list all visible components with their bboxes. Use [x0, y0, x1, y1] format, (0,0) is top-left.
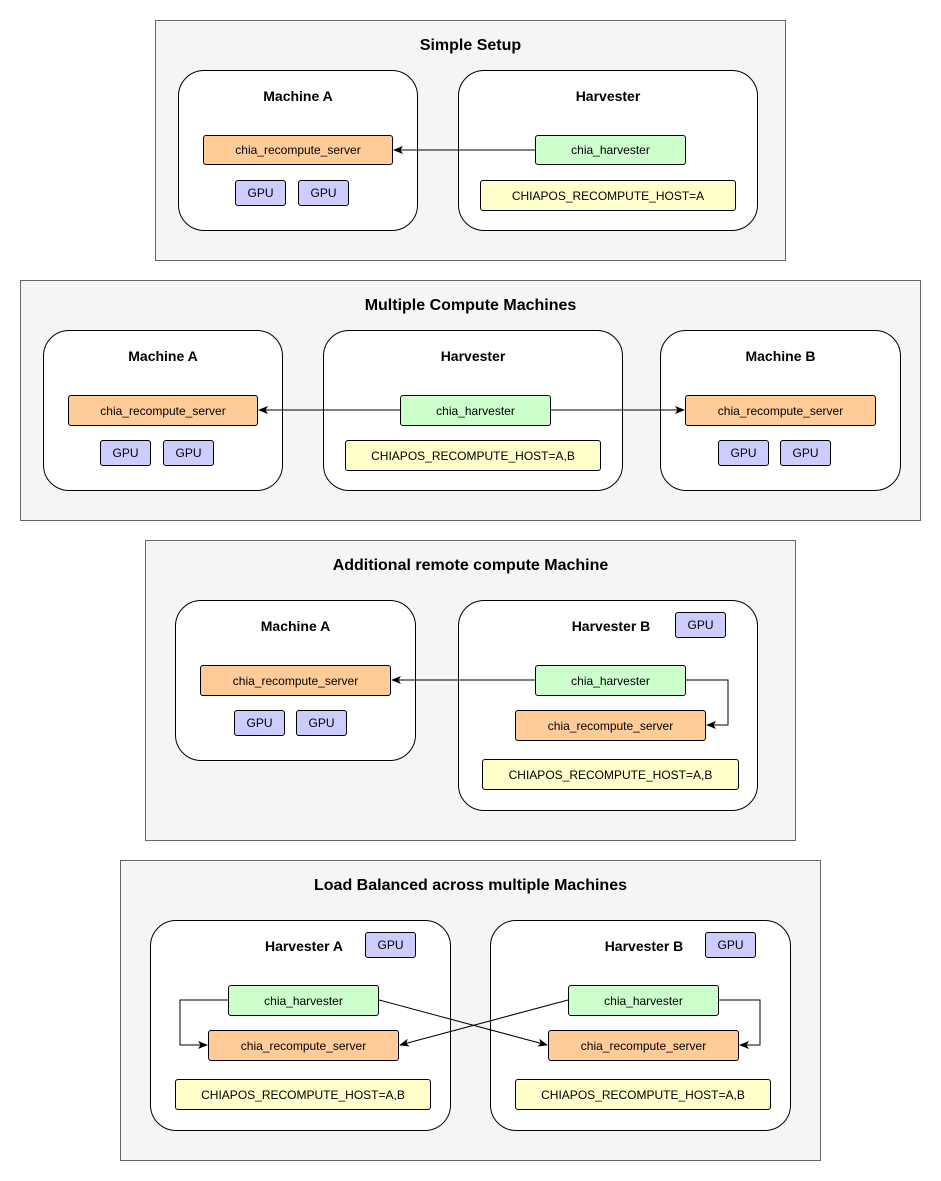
recompute-host-env-box: CHIAPOS_RECOMPUTE_HOST=A,B: [515, 1079, 771, 1110]
machine-title: Harvester: [440, 348, 506, 364]
machine-title: Machine A: [128, 348, 198, 364]
gpu-box: GPU: [100, 440, 151, 466]
gpu-box: GPU: [235, 180, 286, 206]
machine-title: Machine B: [745, 348, 816, 364]
recompute-server-box: chia_recompute_server: [200, 665, 391, 696]
gpu-box: GPU: [365, 932, 416, 958]
gpu-box: GPU: [718, 440, 769, 466]
recompute-server-box: chia_recompute_server: [68, 395, 258, 426]
harvester-box: chia_harvester: [568, 985, 719, 1016]
gpu-box: GPU: [780, 440, 831, 466]
recompute-host-env-box: CHIAPOS_RECOMPUTE_HOST=A,B: [345, 440, 601, 471]
recompute-host-env-box: CHIAPOS_RECOMPUTE_HOST=A,B: [175, 1079, 431, 1110]
machine-title: Machine A: [260, 618, 331, 634]
recompute-server-box: chia_recompute_server: [685, 395, 876, 426]
gpu-box: GPU: [234, 710, 285, 736]
machine-title: Harvester B: [604, 938, 684, 954]
harvester-box: chia_harvester: [535, 665, 686, 696]
gpu-box: GPU: [163, 440, 214, 466]
recompute-server-box: chia_recompute_server: [203, 135, 393, 165]
recompute-host-env-box: CHIAPOS_RECOMPUTE_HOST=A: [480, 180, 736, 211]
machine-title: Machine A: [263, 88, 333, 104]
recompute-server-box: chia_recompute_server: [208, 1030, 399, 1061]
section-title: Additional remote compute Machine: [332, 557, 609, 574]
recompute-server-box: chia_recompute_server: [548, 1030, 739, 1061]
gpu-box: GPU: [296, 710, 347, 736]
machine-title: Harvester A: [264, 938, 344, 954]
gpu-box: GPU: [298, 180, 349, 206]
gpu-box: GPU: [675, 612, 726, 638]
harvester-box: chia_harvester: [400, 395, 551, 426]
recompute-host-env-box: CHIAPOS_RECOMPUTE_HOST=A,B: [482, 759, 739, 790]
gpu-box: GPU: [705, 932, 756, 958]
harvester-box: chia_harvester: [535, 135, 686, 165]
section-title: Simple Setup: [419, 37, 522, 54]
machine-title: Harvester B: [571, 618, 651, 634]
machine-title: Harvester: [575, 88, 641, 104]
recompute-server-box: chia_recompute_server: [515, 710, 706, 741]
section-title: Multiple Compute Machines: [364, 297, 577, 314]
harvester-box: chia_harvester: [228, 985, 379, 1016]
section-title: Load Balanced across multiple Machines: [314, 877, 627, 894]
